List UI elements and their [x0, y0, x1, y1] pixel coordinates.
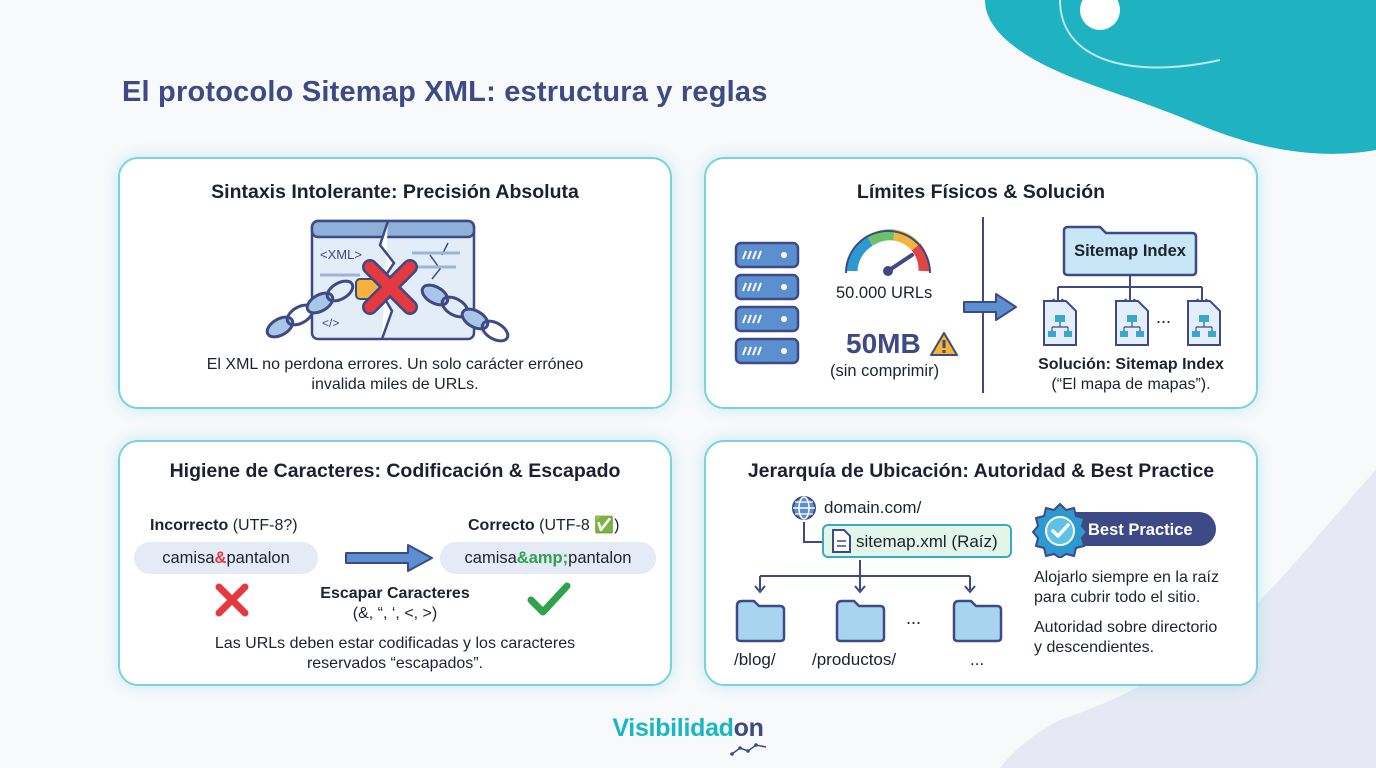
arrow-right-icon	[345, 544, 433, 572]
gauge-icon	[845, 229, 931, 276]
error-x-icon	[362, 259, 418, 315]
solution-bold: Solución: Sitemap Index	[1038, 356, 1224, 373]
sitemap-index-label: Sitemap Index	[1074, 242, 1186, 260]
verified-badge-icon	[1032, 502, 1088, 558]
sitemap-dots: ...	[1156, 307, 1172, 327]
hierarchy-note1-line1: Alojarlo siempre en la raíz	[1034, 569, 1219, 586]
x-mark-icon	[215, 583, 249, 617]
hierarchy-note1-line2: para cubrir todo el sitio.	[1034, 589, 1201, 606]
file-icon	[832, 529, 851, 553]
correct-heading: Correcto (UTF-8 ✅)	[468, 516, 619, 536]
sitemap-file-box	[822, 524, 1012, 558]
hierarchy-tree-connector	[754, 560, 976, 594]
size-note: (sin comprimir)	[830, 362, 940, 380]
incorrect-heading: Incorrecto (UTF-8?)	[150, 516, 298, 536]
syntax-card-title: Sintaxis Intolerante: Precisión Absoluta	[211, 181, 579, 203]
best-practice-label: Best Practice	[1088, 521, 1193, 539]
brand-trend-icon	[730, 743, 767, 756]
limits-card-title: Límites Físicos & Solución	[856, 181, 1106, 203]
hierarchy-dots: ...	[906, 608, 922, 628]
sitemap-file-icon	[1043, 300, 1221, 346]
brand-logo: Visibilidadon	[0, 714, 1376, 743]
escape-title: Escapar Caracteres	[320, 585, 470, 602]
syntax-card: Sintaxis Intolerante: Precisión Absoluta…	[118, 157, 672, 409]
url-limit: 50.000 URLs	[836, 284, 933, 302]
hygiene-card: Higiene de Caracteres: Codificación & Es…	[118, 440, 672, 686]
correct-encoding: (UTF-8 ✅)	[534, 517, 620, 534]
broken-chain-icon	[265, 279, 510, 343]
limits-card: Límites Físicos & Solución 50.000 URLs 5…	[704, 157, 1258, 409]
folder-label-more: ...	[970, 650, 985, 669]
hierarchy-card-title: Jerarquía de Ubicación: Autoridad & Best…	[747, 460, 1215, 482]
good-example: camisa&amp;pantalon	[440, 542, 656, 574]
server-stack-icon	[734, 241, 800, 365]
hygiene-card-title: Higiene de Caracteres: Codificación & Es…	[169, 460, 621, 482]
syntax-description-1: El XML no perdona errores. Un solo carác…	[206, 356, 584, 373]
folder-label-blog: /blog/	[734, 650, 776, 669]
bad-example: camisa&pantalon	[134, 542, 318, 574]
globe-icon	[792, 496, 816, 520]
page-title: El protocolo Sitemap XML: estructura y r…	[122, 76, 768, 108]
hierarchy-note2-line2: y descendientes.	[1034, 639, 1155, 656]
escape-chars: (&, “, ‘, <, >)	[352, 605, 438, 622]
domain-connector	[803, 522, 824, 543]
hierarchy-card: Jerarquía de Ubicación: Autoridad & Best…	[704, 440, 1258, 686]
warning-icon	[930, 332, 958, 356]
brand-name-part1: Visibilidad	[612, 714, 734, 742]
syntax-description-2: invalida miles de URLs.	[311, 376, 479, 393]
arrow-right-icon	[963, 293, 1017, 321]
incorrect-encoding: (UTF-8?)	[228, 517, 298, 534]
folder-label-productos: /productos/	[812, 650, 897, 669]
window-tag: <XML>	[320, 247, 362, 262]
sitemap-file-label: sitemap.xml (Raíz)	[856, 532, 998, 551]
brand-name-part2: on	[733, 714, 764, 742]
hygiene-note-1: Las URLs deben estar codificadas y los c…	[214, 635, 576, 652]
size-limit: 50MB	[846, 328, 921, 359]
incorrect-label: Incorrecto	[150, 517, 229, 534]
folder-icon	[735, 599, 1003, 643]
domain-label: domain.com/	[824, 498, 922, 517]
correct-label: Correcto	[468, 517, 535, 534]
folder-icon	[1062, 225, 1198, 277]
hygiene-note-2: reservados “escapados”.	[306, 655, 484, 672]
broken-xml-illustration: <XML> </>	[265, 219, 510, 343]
solution-note: (“El mapa de mapas”).	[1051, 376, 1211, 393]
window-code: </>	[322, 316, 339, 330]
check-mark-icon	[527, 582, 571, 616]
hierarchy-note2-line1: Autoridad sobre directorio	[1034, 619, 1218, 636]
